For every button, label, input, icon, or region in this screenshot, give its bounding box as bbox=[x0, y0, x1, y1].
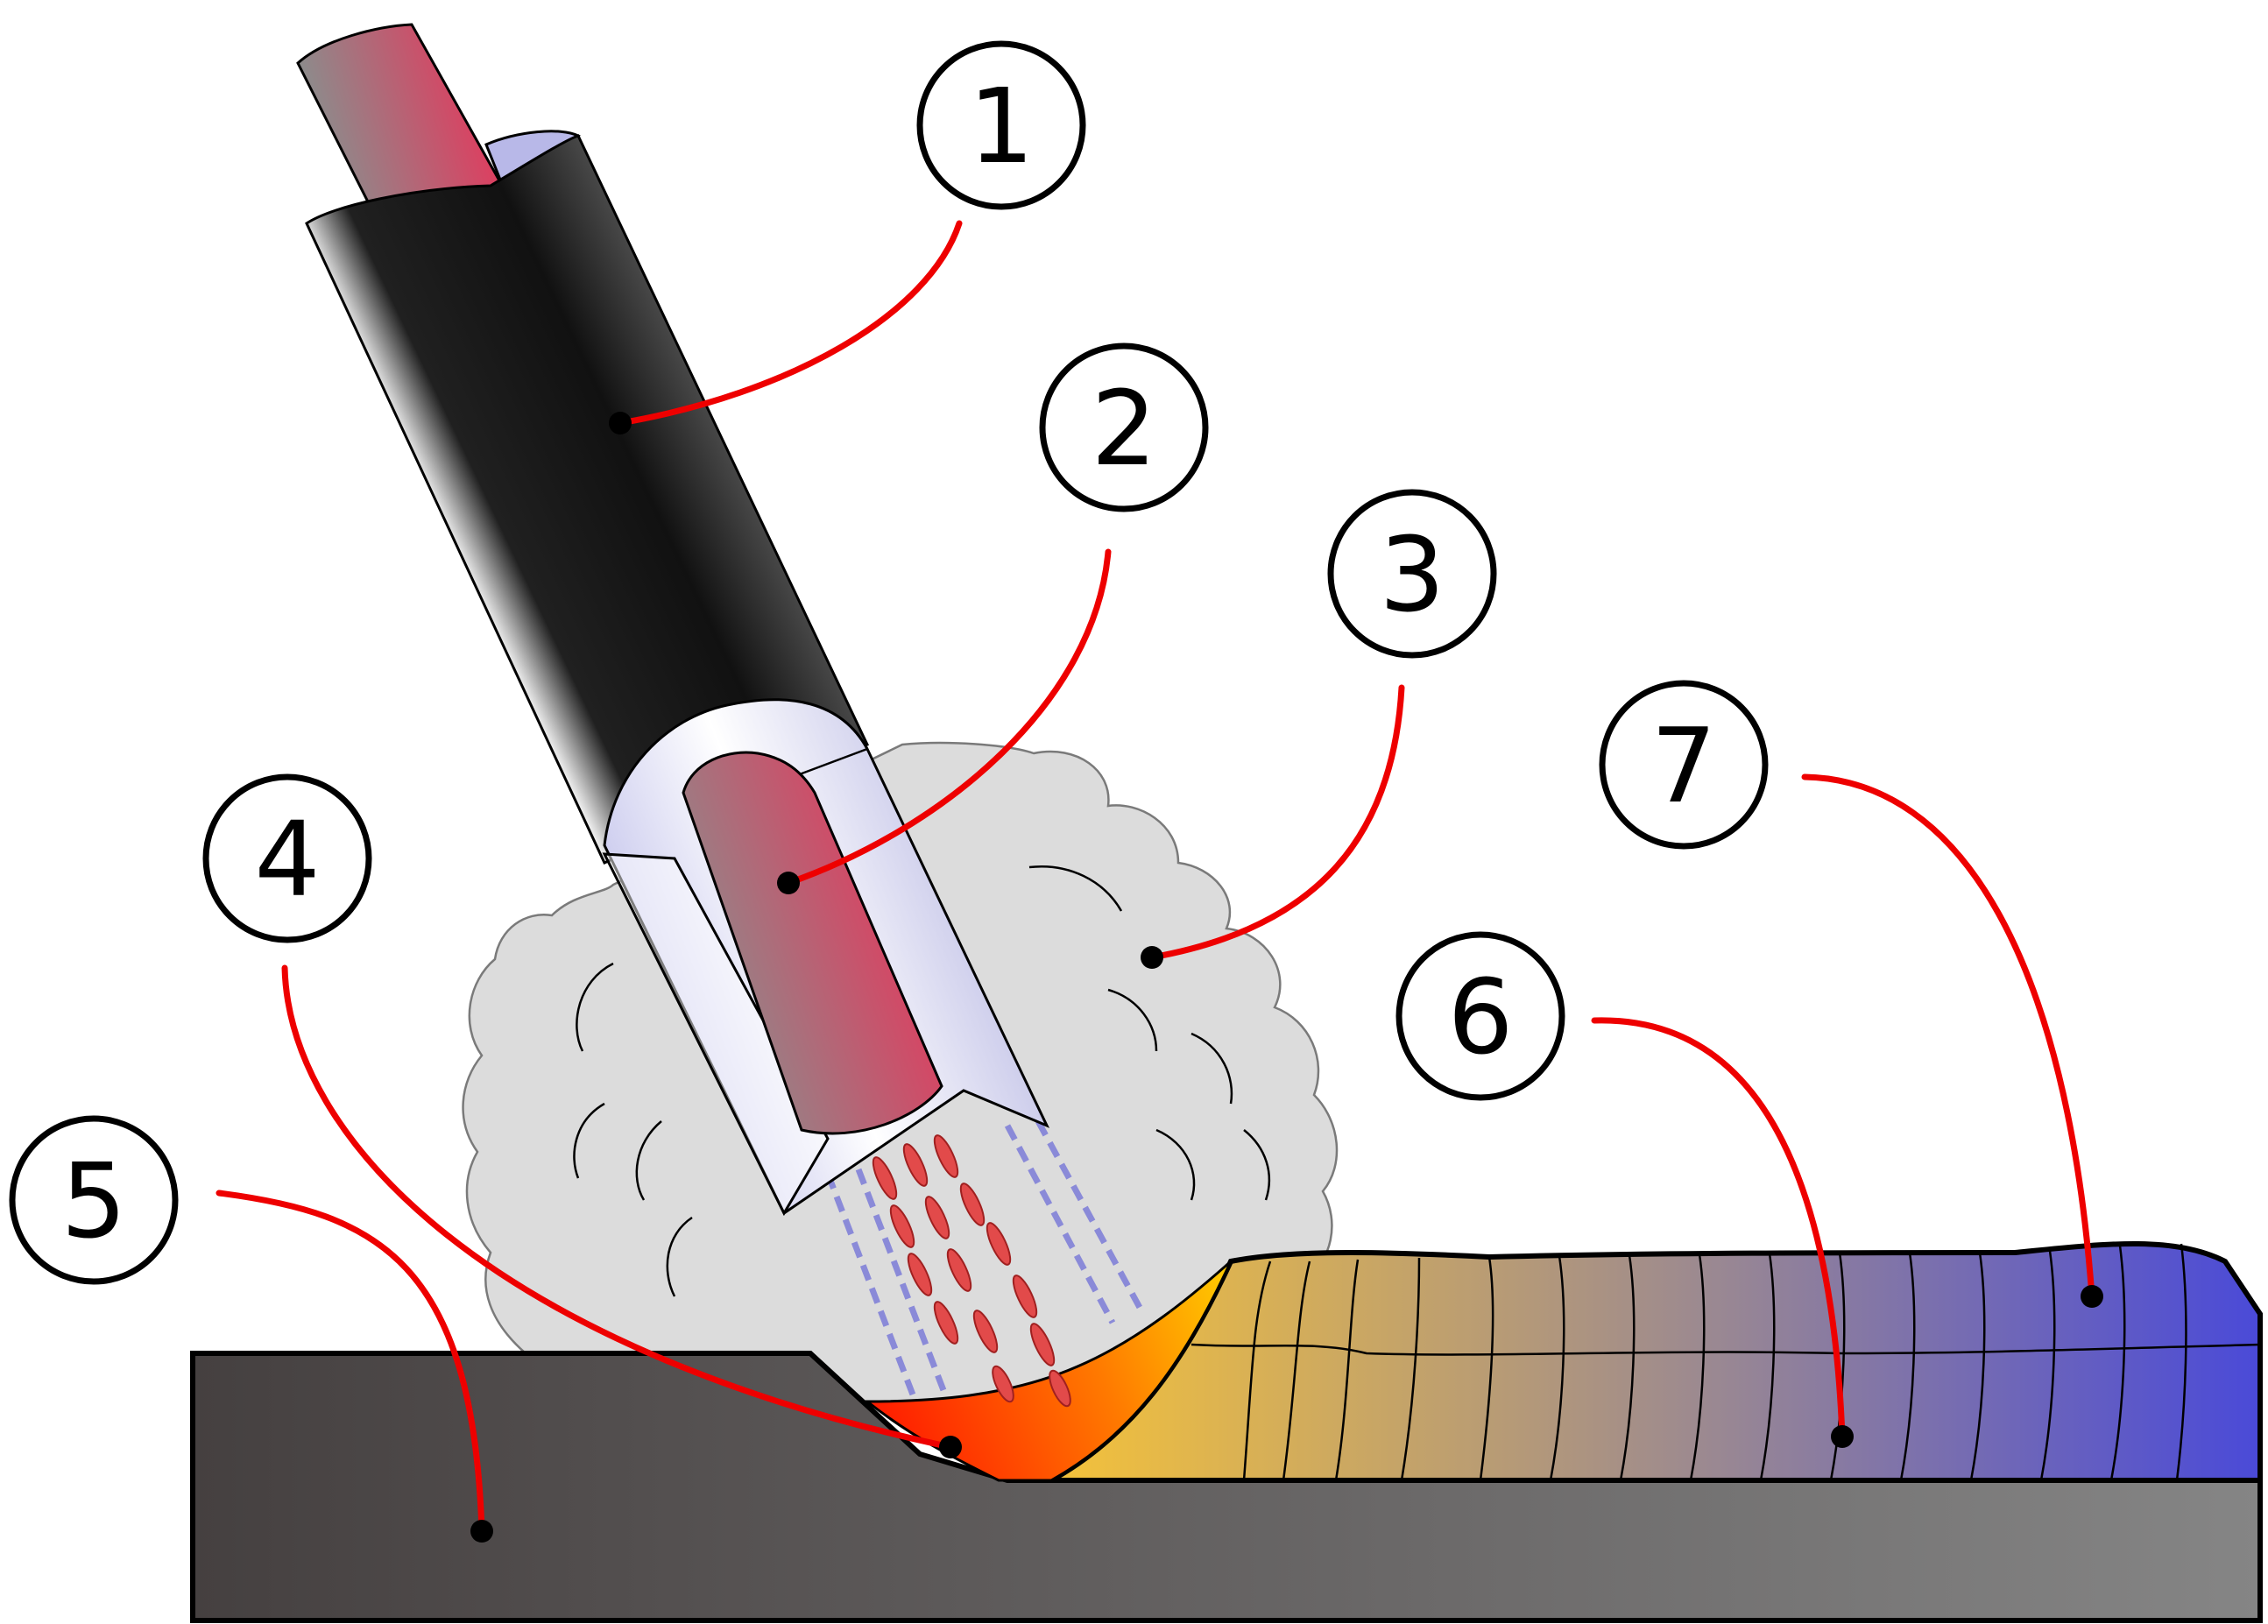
callout-4-label: 4 bbox=[254, 799, 320, 920]
gas-flow-lines bbox=[824, 1119, 1147, 1403]
callout-4: 4 bbox=[202, 773, 372, 943]
dot-1 bbox=[609, 412, 632, 434]
dot-2 bbox=[777, 872, 800, 894]
callout-3-label: 3 bbox=[1379, 514, 1445, 635]
leader-3 bbox=[1148, 684, 1405, 961]
torch-body bbox=[305, 134, 870, 865]
callout-3: 3 bbox=[1327, 489, 1497, 659]
dot-4 bbox=[939, 1436, 962, 1458]
callout-2-label: 2 bbox=[1091, 368, 1156, 489]
weld-bead bbox=[1041, 1241, 2263, 1483]
metal-droplets bbox=[872, 1134, 1071, 1408]
electrode-wire-top bbox=[296, 23, 506, 238]
callout-1: 1 bbox=[916, 40, 1086, 210]
callout-5: 5 bbox=[9, 1115, 179, 1285]
leader-5 bbox=[215, 1190, 485, 1535]
callout-6-label: 6 bbox=[1447, 957, 1513, 1077]
leader-1 bbox=[617, 220, 963, 427]
callout-1-label: 1 bbox=[968, 66, 1034, 187]
dot-3 bbox=[1141, 946, 1163, 969]
gas-swirls bbox=[573, 865, 1270, 1297]
leader-6 bbox=[1591, 1017, 1846, 1440]
dot-5 bbox=[470, 1520, 493, 1543]
leader-lines bbox=[215, 220, 2095, 1535]
callout-6: 6 bbox=[1395, 931, 1565, 1101]
leader-dots bbox=[470, 412, 2103, 1543]
callout-5-label: 5 bbox=[60, 1140, 126, 1261]
dot-6 bbox=[1831, 1425, 1854, 1448]
callout-7: 7 bbox=[1599, 680, 1769, 850]
dot-7 bbox=[2081, 1285, 2103, 1308]
leader-7 bbox=[1801, 773, 2095, 1300]
leader-4 bbox=[281, 964, 954, 1451]
callout-2: 2 bbox=[1039, 342, 1209, 512]
electrode-wire bbox=[682, 751, 943, 1135]
leader-2 bbox=[785, 548, 1112, 886]
callout-7-label: 7 bbox=[1650, 705, 1716, 826]
